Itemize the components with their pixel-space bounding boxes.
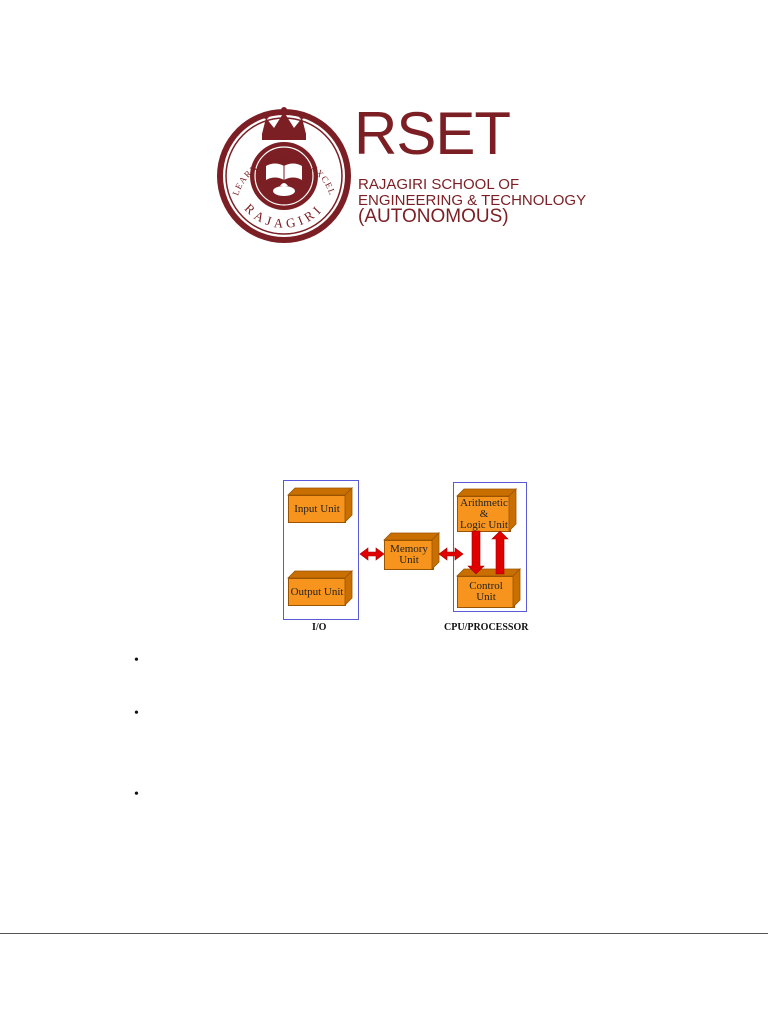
rajagiri-seal-icon: LEARN • SERVE • EXCEL RAJAGIRI [217,107,351,243]
control-unit-box: Control Unit [457,576,515,608]
input-unit-label: Input Unit [294,502,340,515]
memory-unit-box: Memory Unit [384,540,434,570]
rset-logo: LEARN • SERVE • EXCEL RAJAGIRI RSET RAJA… [214,100,586,246]
cpu-group-box [453,482,527,612]
input-unit-box: Input Unit [288,495,346,523]
brand-line-3: (AUTONOMOUS) [358,206,509,227]
diagram-arrows [287,487,521,608]
brand-line-1: RAJAGIRI SCHOOL OF [358,176,520,193]
computer-organization-diagram: Input Unit Output Unit Memory Unit Arith… [282,478,542,638]
io-memory-arrow [359,547,385,561]
memory-unit-label-1: Memory [390,543,428,555]
alu-to-control-arrow [467,530,485,575]
alu-box: Arithmetic & Logic Unit [457,496,511,532]
alu-label-1: Arithmetic [460,496,508,509]
output-unit-box: Output Unit [288,578,346,606]
io-group-box [283,480,359,620]
bullet-1: • [134,653,139,668]
bullet-2: • [134,706,139,721]
control-unit-label-1: Control [469,580,503,592]
alu-label-3: Logic Unit [460,518,508,531]
footer-divider [0,933,768,934]
alu-label-2: & [479,507,489,520]
memory-unit-label-2: Unit [399,554,419,566]
brand-acronym: RSET [354,100,511,167]
control-to-alu-arrow [491,530,509,575]
output-unit-label: Output Unit [290,585,344,598]
control-unit-label-2: Unit [476,591,496,603]
memory-cpu-arrow [438,547,464,561]
io-label: I/O [312,622,327,633]
brand-line-2: ENGINEERING & TECHNOLOGY [358,192,587,209]
cpu-label: CPU/PROCESSOR [444,622,529,633]
bullet-3: • [134,787,139,802]
